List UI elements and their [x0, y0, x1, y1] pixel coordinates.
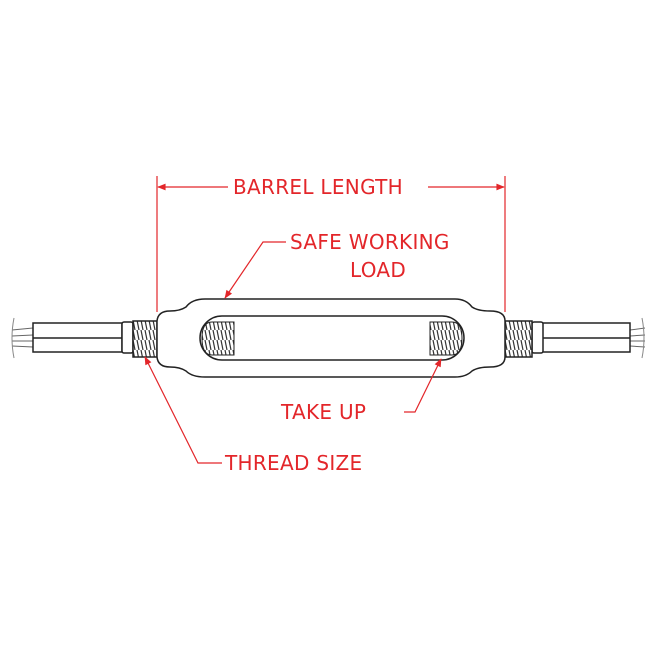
barrel-length-label: BARREL LENGTH: [233, 175, 404, 199]
left-inner-thread: [201, 321, 235, 356]
left-cable: [11, 317, 158, 359]
barrel-slot: [199, 315, 465, 361]
right-cable: [504, 317, 646, 359]
thread-size-label: THREAD SIZE: [225, 451, 363, 475]
take-up-label: TAKE UP: [281, 400, 367, 424]
thread-size-leader: [144, 356, 222, 464]
safe-working-load-leader: [224, 241, 286, 299]
safe-working-load-label-line2: LOAD: [350, 258, 407, 282]
take-up-leader: [404, 358, 442, 413]
right-inner-thread: [429, 321, 463, 356]
safe-working-load-label: SAFE WORKING: [290, 230, 450, 254]
